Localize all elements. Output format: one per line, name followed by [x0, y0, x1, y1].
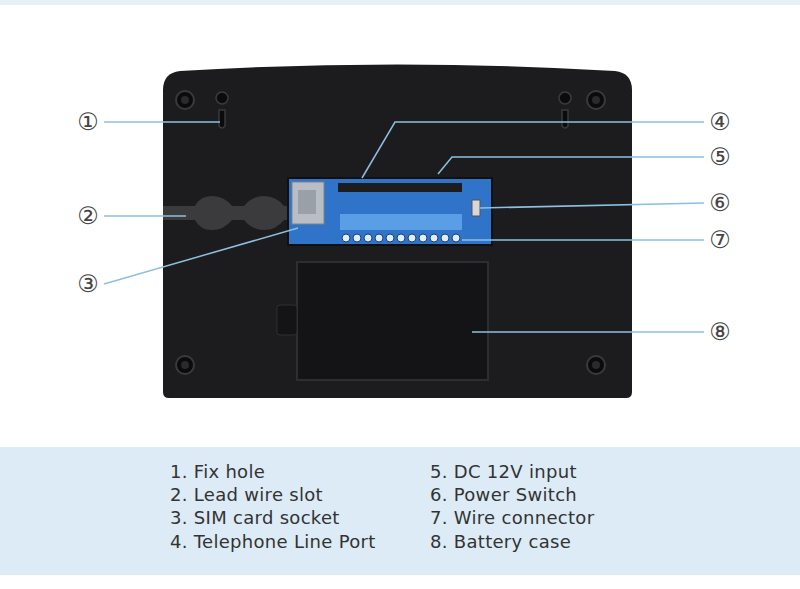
callout-number: ⑦: [709, 227, 731, 253]
wire-slot: [163, 196, 290, 230]
part-name: 2. Lead wire slot: [170, 484, 323, 506]
terminal-strip: [340, 214, 462, 230]
callout-number: ⑧: [709, 319, 731, 345]
callout-number: ⑤: [709, 144, 731, 170]
part-name: 3. SIM card socket: [170, 507, 340, 529]
sim-socket-inner: [298, 190, 316, 214]
part-name: 4. Telephone Line Port: [170, 531, 376, 553]
top-strip: [0, 0, 800, 5]
part-name: 1. Fix hole: [170, 461, 265, 483]
part-name: 7. Wire connector: [430, 507, 594, 529]
part-name: 6. Power Switch: [430, 484, 577, 506]
parts-list-band: 1. Fix hole2. Lead wire slot3. SIM card …: [0, 447, 800, 575]
sim-socket: [292, 182, 324, 224]
callout-number: ⑥: [709, 190, 731, 216]
callout-number: ③: [77, 271, 99, 297]
device-back: [163, 65, 632, 399]
phone-port: [338, 183, 462, 192]
callout-number: ④: [709, 109, 731, 135]
part-name: 8. Battery case: [430, 531, 571, 553]
part-name: 5. DC 12V input: [430, 461, 577, 483]
battery-latch: [277, 305, 297, 335]
callout-number: ①: [77, 109, 99, 135]
leader-lines: [104, 122, 704, 332]
callout-number: ②: [77, 203, 99, 229]
pcb-window: [288, 178, 492, 245]
terminals: [342, 234, 460, 242]
power-switch: [472, 200, 480, 216]
battery-case: [297, 262, 488, 380]
